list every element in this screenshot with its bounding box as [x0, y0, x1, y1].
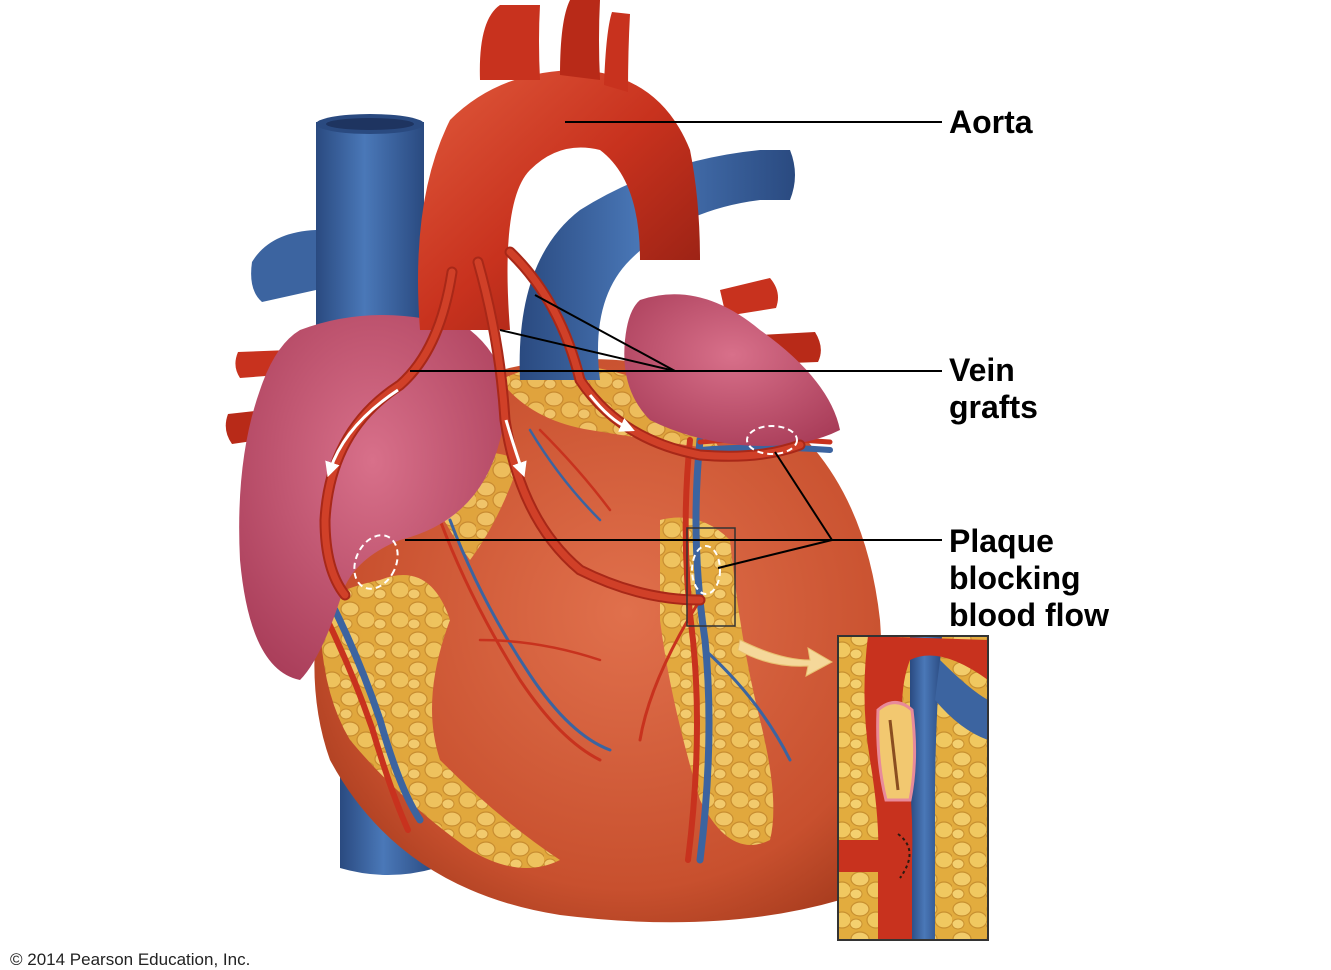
flow-arrows — [325, 388, 635, 478]
aorta — [418, 0, 700, 330]
vein-grafts-label: Vein grafts — [949, 352, 1038, 425]
copyright-notice: © 2014 Pearson Education, Inc. — [10, 950, 251, 969]
pulmonary-trunk — [519, 150, 795, 380]
aorta-label: Aorta — [949, 104, 1033, 140]
plaque-label: Plaque blocking blood flow — [949, 523, 1109, 633]
leader-lines — [405, 121, 942, 569]
zoom-arrow — [737, 639, 834, 677]
zoom-source-box — [686, 527, 736, 627]
right-atrium — [239, 315, 506, 680]
inset-closeup — [837, 635, 989, 941]
plaque-sites — [353, 425, 798, 595]
